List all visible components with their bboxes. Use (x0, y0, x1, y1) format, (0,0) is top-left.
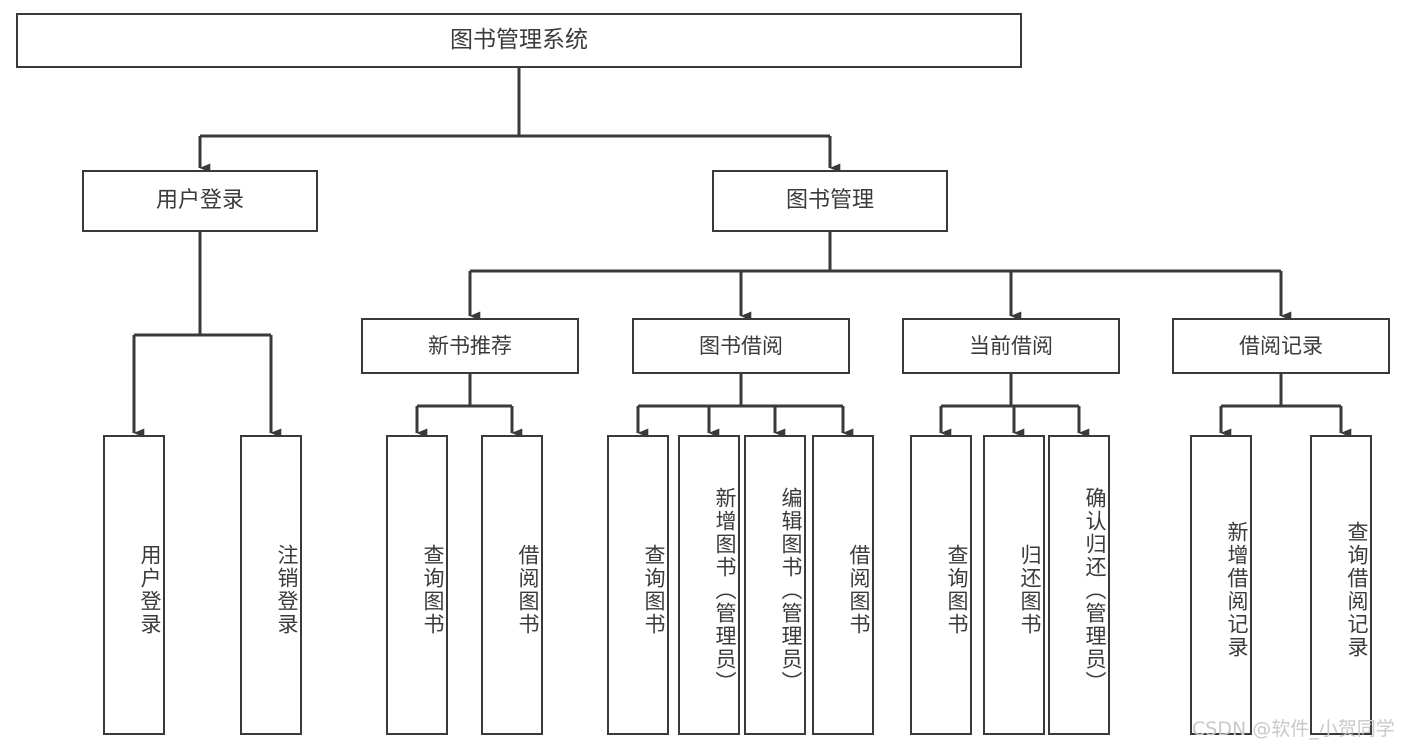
node-borrow-records-label: 借阅记录 (1239, 333, 1323, 358)
leaf-node-label: 注销登录 (275, 544, 299, 636)
leaf-node[interactable]: 查询借阅记录 (1310, 435, 1372, 735)
node-borrow-records[interactable]: 借阅记录 (1172, 318, 1390, 374)
node-book-borrow[interactable]: 图书借阅 (632, 318, 850, 374)
leaf-node-label: 新增借阅记录 (1225, 521, 1249, 659)
node-book-borrow-label: 图书借阅 (699, 333, 783, 358)
leaf-node[interactable]: 查询图书 (386, 435, 448, 735)
leaf-node-label: 查询图书 (945, 544, 969, 636)
leaf-node[interactable]: 新增图书（管理员） (678, 435, 740, 735)
node-book-management[interactable]: 图书管理 (712, 170, 948, 232)
node-current-borrow-label: 当前借阅 (969, 333, 1053, 358)
leaf-node[interactable]: 查询图书 (910, 435, 972, 735)
leaf-node-label: 编辑图书（管理员） (779, 486, 803, 694)
csdn-watermark: CSDN @软件_小贺同学 (1192, 718, 1395, 740)
node-new-book-recommend[interactable]: 新书推荐 (361, 318, 579, 374)
leaf-node-label: 借阅图书 (516, 544, 540, 636)
node-user-login-label: 用户登录 (155, 188, 244, 214)
leaf-node[interactable]: 确认归还（管理员） (1048, 435, 1110, 735)
leaf-node-label: 借阅图书 (847, 544, 871, 636)
leaf-node[interactable]: 借阅图书 (481, 435, 543, 735)
leaf-node-label: 归还图书 (1018, 544, 1042, 636)
leaf-node[interactable]: 用户登录 (103, 435, 165, 735)
leaf-node-label: 查询图书 (642, 544, 666, 636)
node-new-book-recommend-label: 新书推荐 (428, 333, 512, 358)
leaf-node[interactable]: 借阅图书 (812, 435, 874, 735)
leaf-node-label: 查询借阅记录 (1345, 521, 1369, 659)
leaf-node[interactable]: 查询图书 (607, 435, 669, 735)
node-user-login[interactable]: 用户登录 (82, 170, 318, 232)
leaf-node-label: 确认归还（管理员） (1083, 486, 1107, 694)
leaf-node[interactable]: 注销登录 (240, 435, 302, 735)
leaf-node[interactable]: 新增借阅记录 (1190, 435, 1252, 735)
node-root-label: 图书管理系统 (450, 27, 588, 54)
leaf-node[interactable]: 编辑图书（管理员） (744, 435, 806, 735)
leaf-node-label: 新增图书（管理员） (713, 486, 737, 694)
leaf-node-label: 查询图书 (421, 544, 445, 636)
leaf-node-label: 用户登录 (138, 544, 162, 636)
leaf-node[interactable]: 归还图书 (983, 435, 1045, 735)
node-current-borrow[interactable]: 当前借阅 (902, 318, 1120, 374)
node-root[interactable]: 图书管理系统 (16, 13, 1022, 68)
node-book-management-label: 图书管理 (785, 188, 874, 214)
